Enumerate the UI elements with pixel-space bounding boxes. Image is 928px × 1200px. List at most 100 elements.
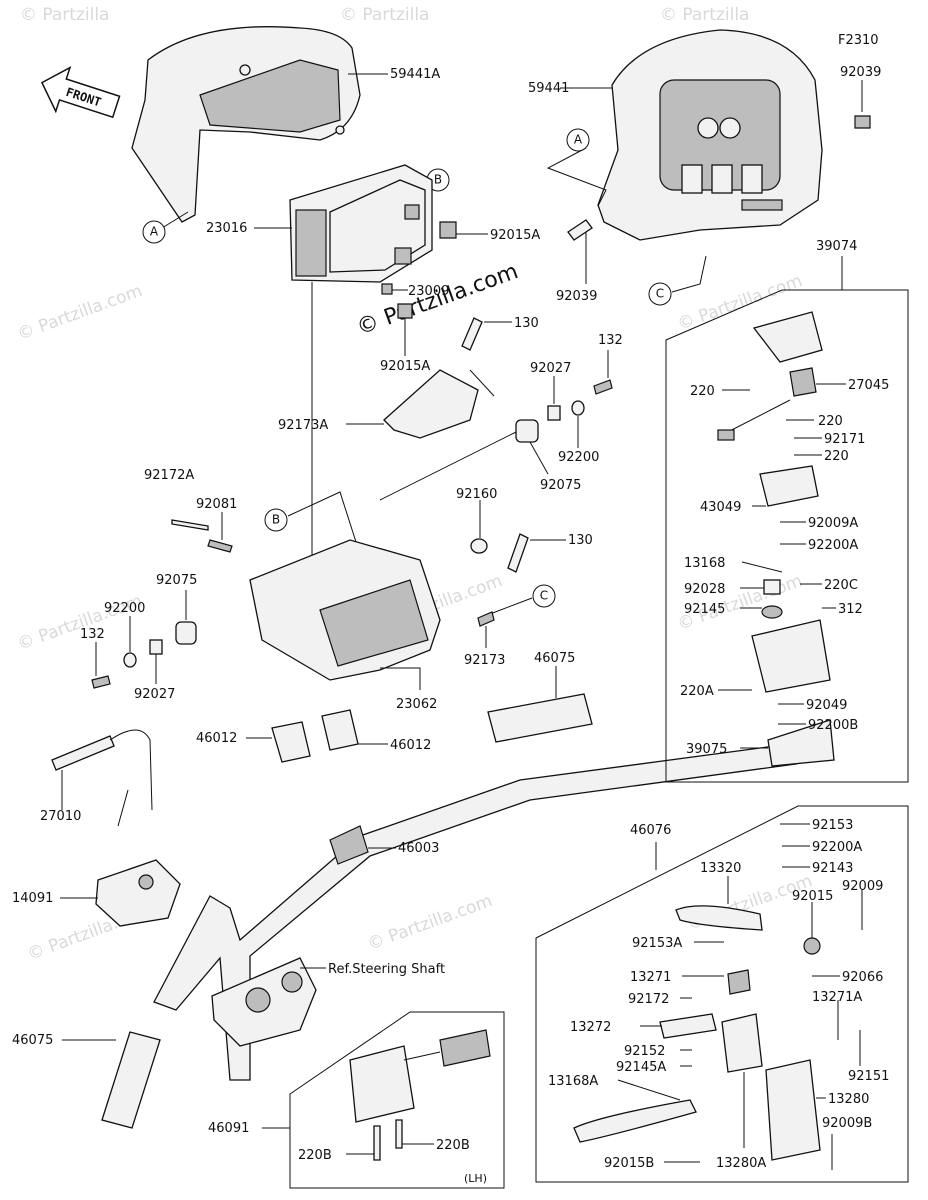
- label-46075-top: 46075: [534, 651, 575, 666]
- label-220A: 220A: [680, 684, 714, 699]
- label-13320: 13320: [700, 861, 741, 876]
- callout-A-left: A: [142, 211, 189, 244]
- label-92009B: 92009B: [822, 1116, 872, 1131]
- label-14091: 14091: [12, 891, 53, 906]
- figure-code: F2310: [838, 33, 879, 48]
- labels-46076: [617, 823, 863, 1170]
- label-92145: 92145: [684, 602, 725, 617]
- label-13168A: 13168A: [548, 1074, 598, 1089]
- labels-39074: [718, 383, 846, 749]
- label-27010: 27010: [40, 809, 81, 824]
- lh-note: (LH): [464, 1172, 487, 1185]
- label-92049: 92049: [806, 698, 847, 713]
- label-92172-bottom: 92172: [628, 992, 669, 1007]
- label-46003: 46003: [398, 841, 439, 856]
- bolt-130-top: [461, 317, 512, 351]
- label-92009: 92009: [842, 879, 883, 894]
- watermark: © Partzilla: [20, 5, 109, 25]
- label-92039-bottom: 92039: [556, 289, 597, 304]
- label-92028: 92028: [684, 582, 725, 597]
- assembly-39074-box: [665, 256, 909, 783]
- label-27045: 27045: [848, 378, 889, 393]
- label-46075-bottom: 46075: [12, 1033, 53, 1048]
- label-46012-left: 46012: [196, 731, 237, 746]
- steering-shaft-holder: [211, 957, 326, 1047]
- label-13168: 13168: [684, 556, 725, 571]
- label-23009: 23009: [408, 284, 449, 299]
- label-46091: 46091: [208, 1121, 249, 1136]
- label-46012-right: 46012: [390, 738, 431, 753]
- washer-92200-right: [571, 400, 585, 448]
- socket-23009: [381, 283, 408, 295]
- label-92143: 92143: [812, 861, 853, 876]
- grommet-92075-left: [175, 590, 197, 645]
- label-92015A-top: 92015A: [490, 228, 540, 243]
- label-92075-left: 92075: [156, 573, 197, 588]
- grip-46075-top: [487, 666, 593, 743]
- label-43049: 43049: [700, 500, 741, 515]
- label-92200B: 92200B: [808, 718, 858, 733]
- label-92173A: 92173A: [278, 418, 328, 433]
- rivet-92039-bottom: [567, 219, 593, 284]
- label-220-a: 220: [690, 384, 715, 399]
- label-92173: 92173: [464, 653, 505, 668]
- callout-letter: A: [150, 225, 159, 239]
- label-220C: 220C: [824, 578, 858, 593]
- label-92081: 92081: [196, 497, 237, 512]
- label-92027-left: 92027: [134, 687, 175, 702]
- label-23062: 23062: [396, 697, 437, 712]
- label-92075-right: 92075: [540, 478, 581, 493]
- label-132-left: 132: [80, 627, 105, 642]
- collar-92027-right: [547, 376, 561, 421]
- clip-92015A-bottom: [397, 303, 413, 356]
- label-92200-right: 92200: [558, 450, 599, 465]
- callout-letter: B: [272, 513, 280, 527]
- label-92009A: 92009A: [808, 516, 858, 531]
- label-59441: 59441: [528, 81, 569, 96]
- label-92015A-bottom: 92015A: [380, 359, 430, 374]
- callout-C-mid: C: [489, 584, 556, 615]
- label-92153: 92153: [812, 818, 853, 833]
- label-312: 312: [838, 602, 863, 617]
- cowl-right-59441: [560, 29, 823, 241]
- label-39074: 39074: [816, 239, 857, 254]
- label-92145A: 92145A: [616, 1060, 666, 1075]
- bracket-23062: [249, 539, 441, 690]
- label-130-mid: 130: [568, 533, 593, 548]
- front-arrow-icon: FRONT: [40, 66, 121, 119]
- callout-letter: A: [574, 133, 583, 147]
- label-92027-right: 92027: [530, 361, 571, 376]
- bolt-130-mid: [507, 533, 566, 573]
- watermark: © Partzilla: [660, 5, 749, 25]
- screw-92172A-left: [171, 519, 209, 531]
- clip-92015A-top: [439, 221, 488, 239]
- washer-92200-left: [123, 616, 137, 668]
- callout-B-mid: B: [264, 491, 357, 543]
- label-92172A-left: 92172A: [144, 468, 194, 483]
- label-92153A: 92153A: [632, 936, 682, 951]
- callout-letter: B: [434, 173, 442, 187]
- assembly-46076-box: [535, 805, 909, 1183]
- label-220B-right: 220B: [436, 1138, 470, 1153]
- label-92200A-bottom: 92200A: [812, 840, 862, 855]
- label-13271A: 13271A: [812, 990, 862, 1005]
- grommet-92075-right: [379, 419, 549, 501]
- label-59441A: 59441A: [390, 67, 440, 82]
- bracket-92173A: [346, 369, 495, 439]
- label-130-top: 130: [514, 316, 539, 331]
- callout-A-right: A: [546, 128, 607, 207]
- label-92171: 92171: [824, 432, 865, 447]
- label-132-right: 132: [598, 333, 623, 348]
- fastener-92173: [477, 611, 495, 648]
- screw-132-left: [91, 642, 111, 689]
- label-92066: 92066: [842, 970, 883, 985]
- label-92200-left: 92200: [104, 601, 145, 616]
- label-220B-left: 220B: [298, 1148, 332, 1163]
- clamp-46012-left: [246, 721, 311, 763]
- callout-letter: C: [656, 287, 664, 301]
- cover-14091: [60, 859, 181, 927]
- callout-letter: C: [540, 589, 548, 603]
- label-13271: 13271: [630, 970, 671, 985]
- label-220-c: 220: [824, 449, 849, 464]
